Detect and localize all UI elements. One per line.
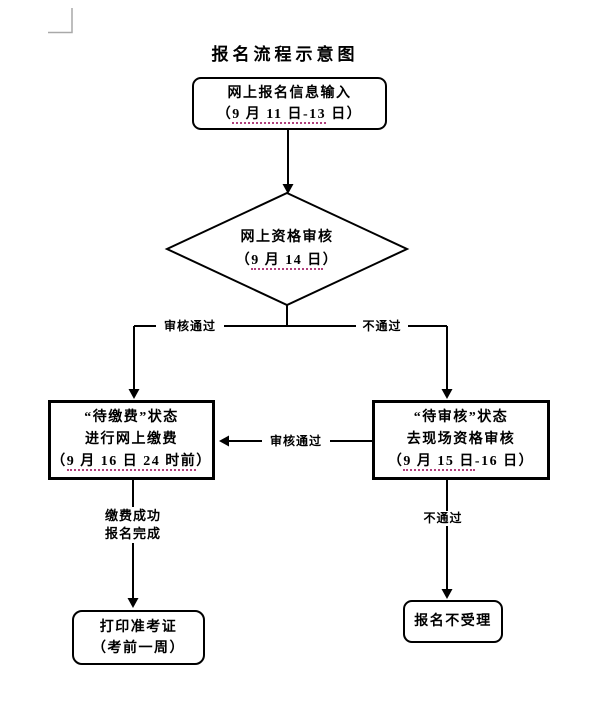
edge-fail-to-onsite [441,326,453,399]
node-onsite: “待审核”状态 去现场资格审核 （9 月 15 日-16 日） [372,400,550,480]
arrowhead-down [441,389,453,399]
edge-label-pay-success-line1: 缴费成功 [104,508,161,523]
edge-pass-to-pay [128,326,140,399]
node-onsite-line1: “待审核”状态 [413,410,509,425]
page-title: 报名流程示意图 [211,45,359,64]
edge-label-onsite-pass: 审核通过 [262,434,330,449]
node-review-date: （9 月 14 日） [235,253,339,270]
edge-label-onsite-fail: 不通过 [417,511,469,526]
page-corner-mark [48,8,73,34]
node-reject: 报名不受理 [403,600,503,643]
spellcheck-underline: 9 月 14 日 [251,253,323,270]
node-start-date: （9 月 11 日-13 日） [216,106,363,124]
spellcheck-underline: 9 月 15 日 [403,454,475,471]
arrowhead-down [128,389,140,399]
node-pay-line1: “待缴费”状态 [84,410,179,425]
node-start-line1: 网上报名信息输入 [227,85,352,101]
node-print-line2: （考前一周） [92,640,185,656]
node-reject-line1: 报名不受理 [414,613,492,629]
arrowhead-down [127,598,139,608]
edge-label-pay-success: 缴费成功 报名完成 [90,507,176,543]
node-onsite-line2: 去现场资格审核 [406,432,516,447]
node-review-line1: 网上资格审核 [240,230,334,245]
node-pay: “待缴费”状态 进行网上缴费 （9 月 16 日 24 时前） [48,400,215,480]
arrowhead-down [441,589,453,599]
node-print-line1: 打印准考证 [99,619,178,635]
edge-pay-to-print [127,480,139,608]
node-pay-line2: 进行网上缴费 [85,432,178,447]
edge-onsite-to-reject [441,480,453,599]
edge-label-review-fail: 不通过 [356,319,408,334]
edge-label-review-pass: 审核通过 [156,319,224,334]
spellcheck-underline: 9 月 16 日 24 时前 [66,454,197,471]
node-onsite-date: （9 月 15 日-16 日） [387,454,535,471]
node-print: 打印准考证 （考前一周） [72,610,205,665]
node-pay-date: （9 月 16 日 24 时前） [51,454,212,471]
arrowhead-left [219,435,229,447]
edge-start-to-review [282,130,294,194]
spellcheck-underline: 9 月 11 日-13 [232,106,327,124]
edge-label-pay-success-line2: 报名完成 [104,526,161,541]
node-review: 网上资格审核 （9 月 14 日） [187,226,387,272]
arrowhead-down [282,184,294,194]
node-start: 网上报名信息输入 （9 月 11 日-13 日） [192,77,387,130]
